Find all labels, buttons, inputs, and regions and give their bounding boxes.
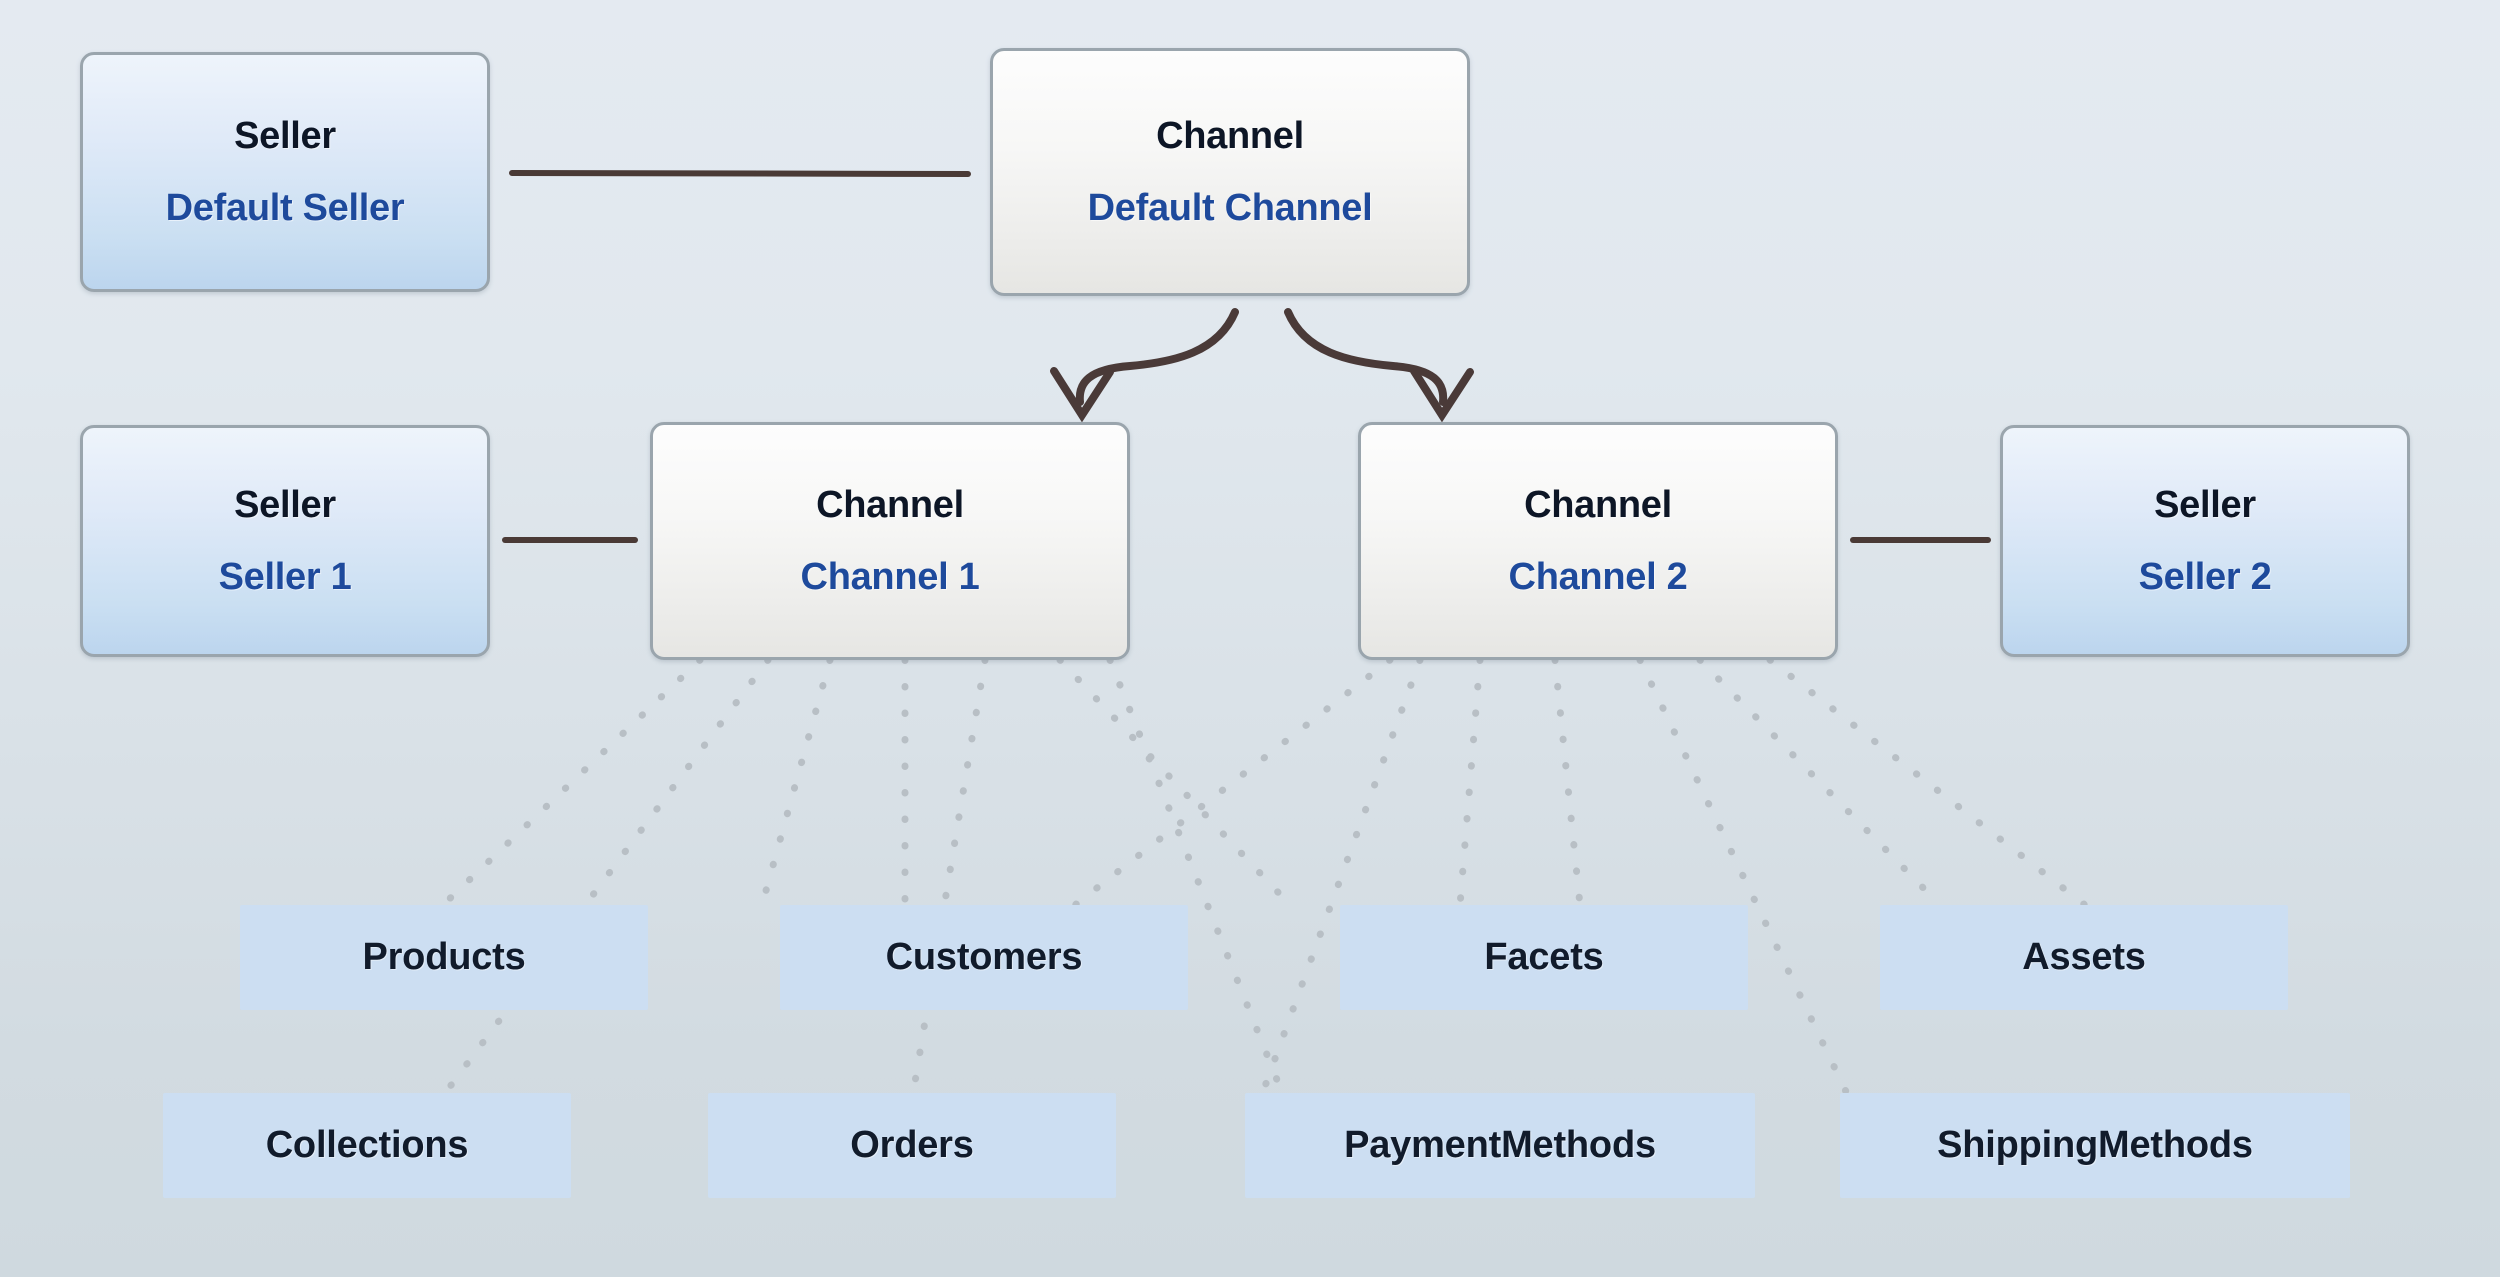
dot-channel1-collections — [436, 656, 772, 1104]
dot-channel2-shipping — [1636, 656, 1854, 1104]
node-seller-1[interactable]: Seller Seller 1 — [80, 425, 490, 657]
leaf-assets-label: Assets — [2022, 936, 2146, 978]
dot-channel2-assets — [1696, 656, 1944, 909]
dot-channel1-facets — [1056, 656, 1294, 909]
leaf-orders-label: Orders — [850, 1124, 974, 1166]
edge-default-seller-default-channel — [509, 170, 971, 177]
node-default-channel-type: Channel — [1156, 115, 1304, 157]
dot-channel2-payment — [1256, 656, 1424, 1104]
dot-channel1-orders — [908, 656, 989, 1104]
node-default-seller[interactable]: Seller Default Seller — [80, 52, 490, 292]
dot-channel2-customers — [1071, 656, 1394, 909]
leaf-shipping-methods[interactable]: ShippingMethods — [1840, 1093, 2350, 1198]
node-channel-2-type: Channel — [1524, 484, 1672, 526]
dot-channel2-assets-b — [1766, 656, 2089, 909]
leaf-products-label: Products — [362, 936, 526, 978]
node-channel-1[interactable]: Channel Channel 1 — [650, 422, 1130, 660]
node-seller-1-type: Seller — [234, 484, 336, 526]
leaf-facets-label: Facets — [1484, 936, 1604, 978]
node-seller-1-instance: Seller 1 — [218, 556, 352, 598]
node-default-channel[interactable]: Channel Default Channel — [990, 48, 1470, 296]
node-default-channel-instance: Default Channel — [1087, 187, 1373, 229]
node-channel-1-type: Channel — [816, 484, 964, 526]
leaf-shipping-methods-label: ShippingMethods — [1937, 1124, 2253, 1166]
leaf-customers-label: Customers — [885, 936, 1083, 978]
leaf-customers[interactable]: Customers — [780, 905, 1188, 1010]
node-seller-2-type: Seller — [2154, 484, 2256, 526]
leaf-orders[interactable]: Orders — [708, 1093, 1116, 1198]
node-channel-2-instance: Channel 2 — [1508, 556, 1688, 598]
node-seller-2-instance: Seller 2 — [2138, 556, 2272, 598]
dot-channel2-facets — [1456, 656, 1484, 909]
arrow-default-channel-to-channel2 — [1284, 308, 1474, 423]
dot-channel1-paymentmethods — [1106, 656, 1289, 1104]
node-channel-1-instance: Channel 1 — [800, 556, 980, 598]
leaf-payment-methods[interactable]: PaymentMethods — [1245, 1093, 1755, 1198]
arrow-default-channel-to-channel1 — [1050, 308, 1239, 423]
leaf-collections-label: Collections — [265, 1124, 469, 1166]
node-default-seller-type: Seller — [234, 115, 336, 157]
dot-channel1-products — [439, 656, 704, 909]
node-default-seller-instance: Default Seller — [165, 187, 405, 229]
dot-channel2-facets-b — [1551, 656, 1584, 909]
leaf-facets[interactable]: Facets — [1340, 905, 1748, 1010]
leaf-payment-methods-label: PaymentMethods — [1344, 1124, 1656, 1166]
node-seller-2[interactable]: Seller Seller 2 — [2000, 425, 2410, 657]
node-channel-2[interactable]: Channel Channel 2 — [1358, 422, 1838, 660]
leaf-collections[interactable]: Collections — [163, 1093, 571, 1198]
leaf-products[interactable]: Products — [240, 905, 648, 1010]
leaf-assets[interactable]: Assets — [1880, 905, 2288, 1010]
dot-channel1-customers — [758, 656, 834, 909]
